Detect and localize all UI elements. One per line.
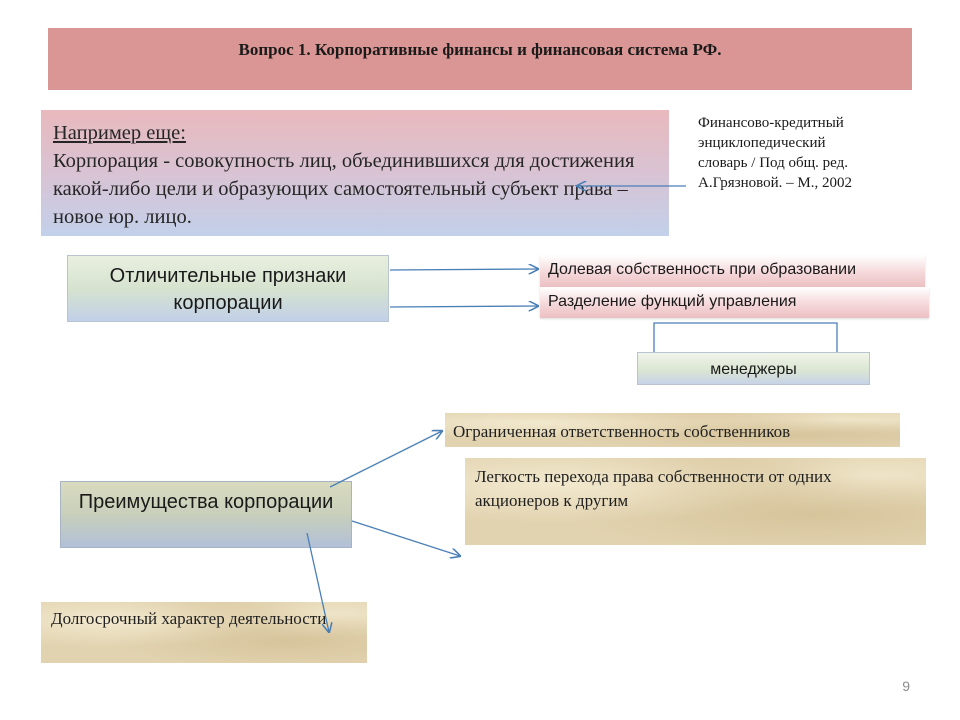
advantage-item-label: Ограниченная ответственность собственник… [453, 422, 791, 441]
definition-heading: Например еще: [53, 122, 186, 144]
source-line: А.Грязновой. – М., 2002 [698, 175, 853, 191]
slide-title-bar: Вопрос 1. Корпоративные финансы и финанс… [48, 28, 912, 90]
advantage-item: Ограниченная ответственность собственник… [445, 413, 900, 447]
features-label: Отличительные признаки корпорации [109, 265, 347, 314]
features-node: Отличительные признаки корпорации [67, 255, 389, 322]
managers-node: менеджеры [637, 352, 870, 385]
source-reference: Финансово-кредитный энциклопедический сл… [698, 113, 918, 193]
advantage-item: Долгосрочный характер деятельности [41, 602, 367, 663]
advantage-item-label: Легкость перехода права собственности от… [475, 467, 832, 510]
source-line: энциклопедический [698, 135, 826, 151]
advantages-node: Преимущества корпорации [60, 481, 352, 548]
advantages-label: Преимущества корпорации [78, 491, 334, 513]
managers-label: менеджеры [710, 361, 797, 378]
page-number: 9 [902, 678, 910, 694]
bracket-management-to-managers [653, 322, 838, 352]
arrow-advantages-to-limited-liability [329, 431, 442, 488]
feature-item-label: Разделение функций управления [548, 293, 797, 310]
arrow-advantages-to-transfer [351, 520, 460, 556]
advantage-item: Легкость перехода права собственности от… [465, 458, 926, 545]
advantage-item-label: Долгосрочный характер деятельности [51, 609, 327, 628]
arrow-features-to-shared-ownership [389, 269, 538, 270]
feature-item: Долевая собственность при образовании [540, 255, 925, 287]
source-line: словарь / Под общ. ред. [698, 155, 848, 171]
definition-text: Корпорация - совокупность лиц, объединив… [53, 150, 635, 228]
definition-box: Например еще: Корпорация - совокупность … [41, 110, 669, 236]
source-line: Финансово-кредитный [698, 115, 844, 131]
feature-item: Разделение функций управления [540, 287, 929, 318]
arrow-features-to-management [389, 306, 538, 307]
feature-item-label: Долевая собственность при образовании [548, 261, 857, 278]
slide-title: Вопрос 1. Корпоративные финансы и финанс… [238, 40, 722, 59]
